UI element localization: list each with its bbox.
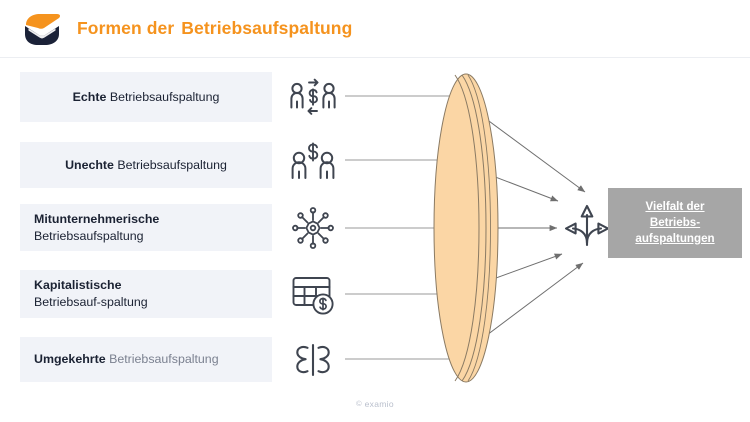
list-item-bold: Umgekehrte [34, 352, 106, 366]
two-people-dollar-icon [287, 136, 339, 188]
copyright-text: examio [364, 399, 394, 409]
result-line-2: Betriebs- [649, 216, 701, 229]
two-people-money-exchange-icon [287, 71, 339, 123]
list-item-label: Echte Betriebsaufspaltung [73, 89, 220, 106]
result-line-1: Vielfalt der [645, 200, 705, 213]
list-item-normal: Betriebsaufspaltung [113, 157, 227, 172]
list-item-unechte[interactable]: Unechte Betriebsaufspaltung [20, 142, 272, 188]
list-item-second-line: Betriebsauf-spaltung [34, 295, 148, 309]
list-item-echte[interactable]: Echte Betriebsaufspaltung [20, 72, 272, 122]
slide-header: Formen der Betriebsaufspaltung [0, 0, 750, 58]
page-title-part1: Formen der [77, 18, 175, 38]
copyright-notice: © examio [0, 399, 750, 409]
table-money-icon [287, 268, 339, 320]
list-item-mitunternehmerische[interactable]: Mitunternehmerische Betriebsaufspaltung [20, 204, 272, 251]
mirrored-split-icon [287, 334, 339, 386]
examio-envelope-logo-icon [20, 11, 64, 47]
three-way-diverging-arrow-icon [564, 204, 610, 247]
list-item-bold: Mitunternehmerische [34, 211, 160, 226]
result-line-3: aufspaltungen [635, 232, 715, 245]
list-item-second-line: Betriebsaufspaltung [34, 228, 144, 243]
list-item-normal: Betriebsaufspaltung [105, 352, 219, 366]
copyright-symbol: © [356, 399, 362, 408]
list-item-kapitalistische[interactable]: Kapitalistische Betriebsauf-spaltung [20, 270, 272, 318]
page-title-part2: Betriebsaufspaltung [181, 18, 353, 38]
list-item-umgekehrte[interactable]: Umgekehrte Betriebsaufspaltung [20, 337, 272, 382]
list-item-normal: Betriebsaufspaltung [106, 89, 220, 104]
result-box[interactable]: Vielfalt der Betriebs- aufspaltungen [608, 188, 742, 258]
page-title: Formen der Betriebsaufspaltung [77, 18, 352, 39]
network-hub-icon [287, 202, 339, 254]
list-item-label: Umgekehrte Betriebsaufspaltung [34, 351, 219, 368]
list-item-label: Unechte Betriebsaufspaltung [65, 157, 227, 174]
list-item-bold: Unechte [65, 157, 114, 172]
list-item-bold: Echte [72, 89, 107, 104]
list-item-bold: Kapitalistische [34, 278, 122, 292]
header-divider [0, 57, 750, 58]
